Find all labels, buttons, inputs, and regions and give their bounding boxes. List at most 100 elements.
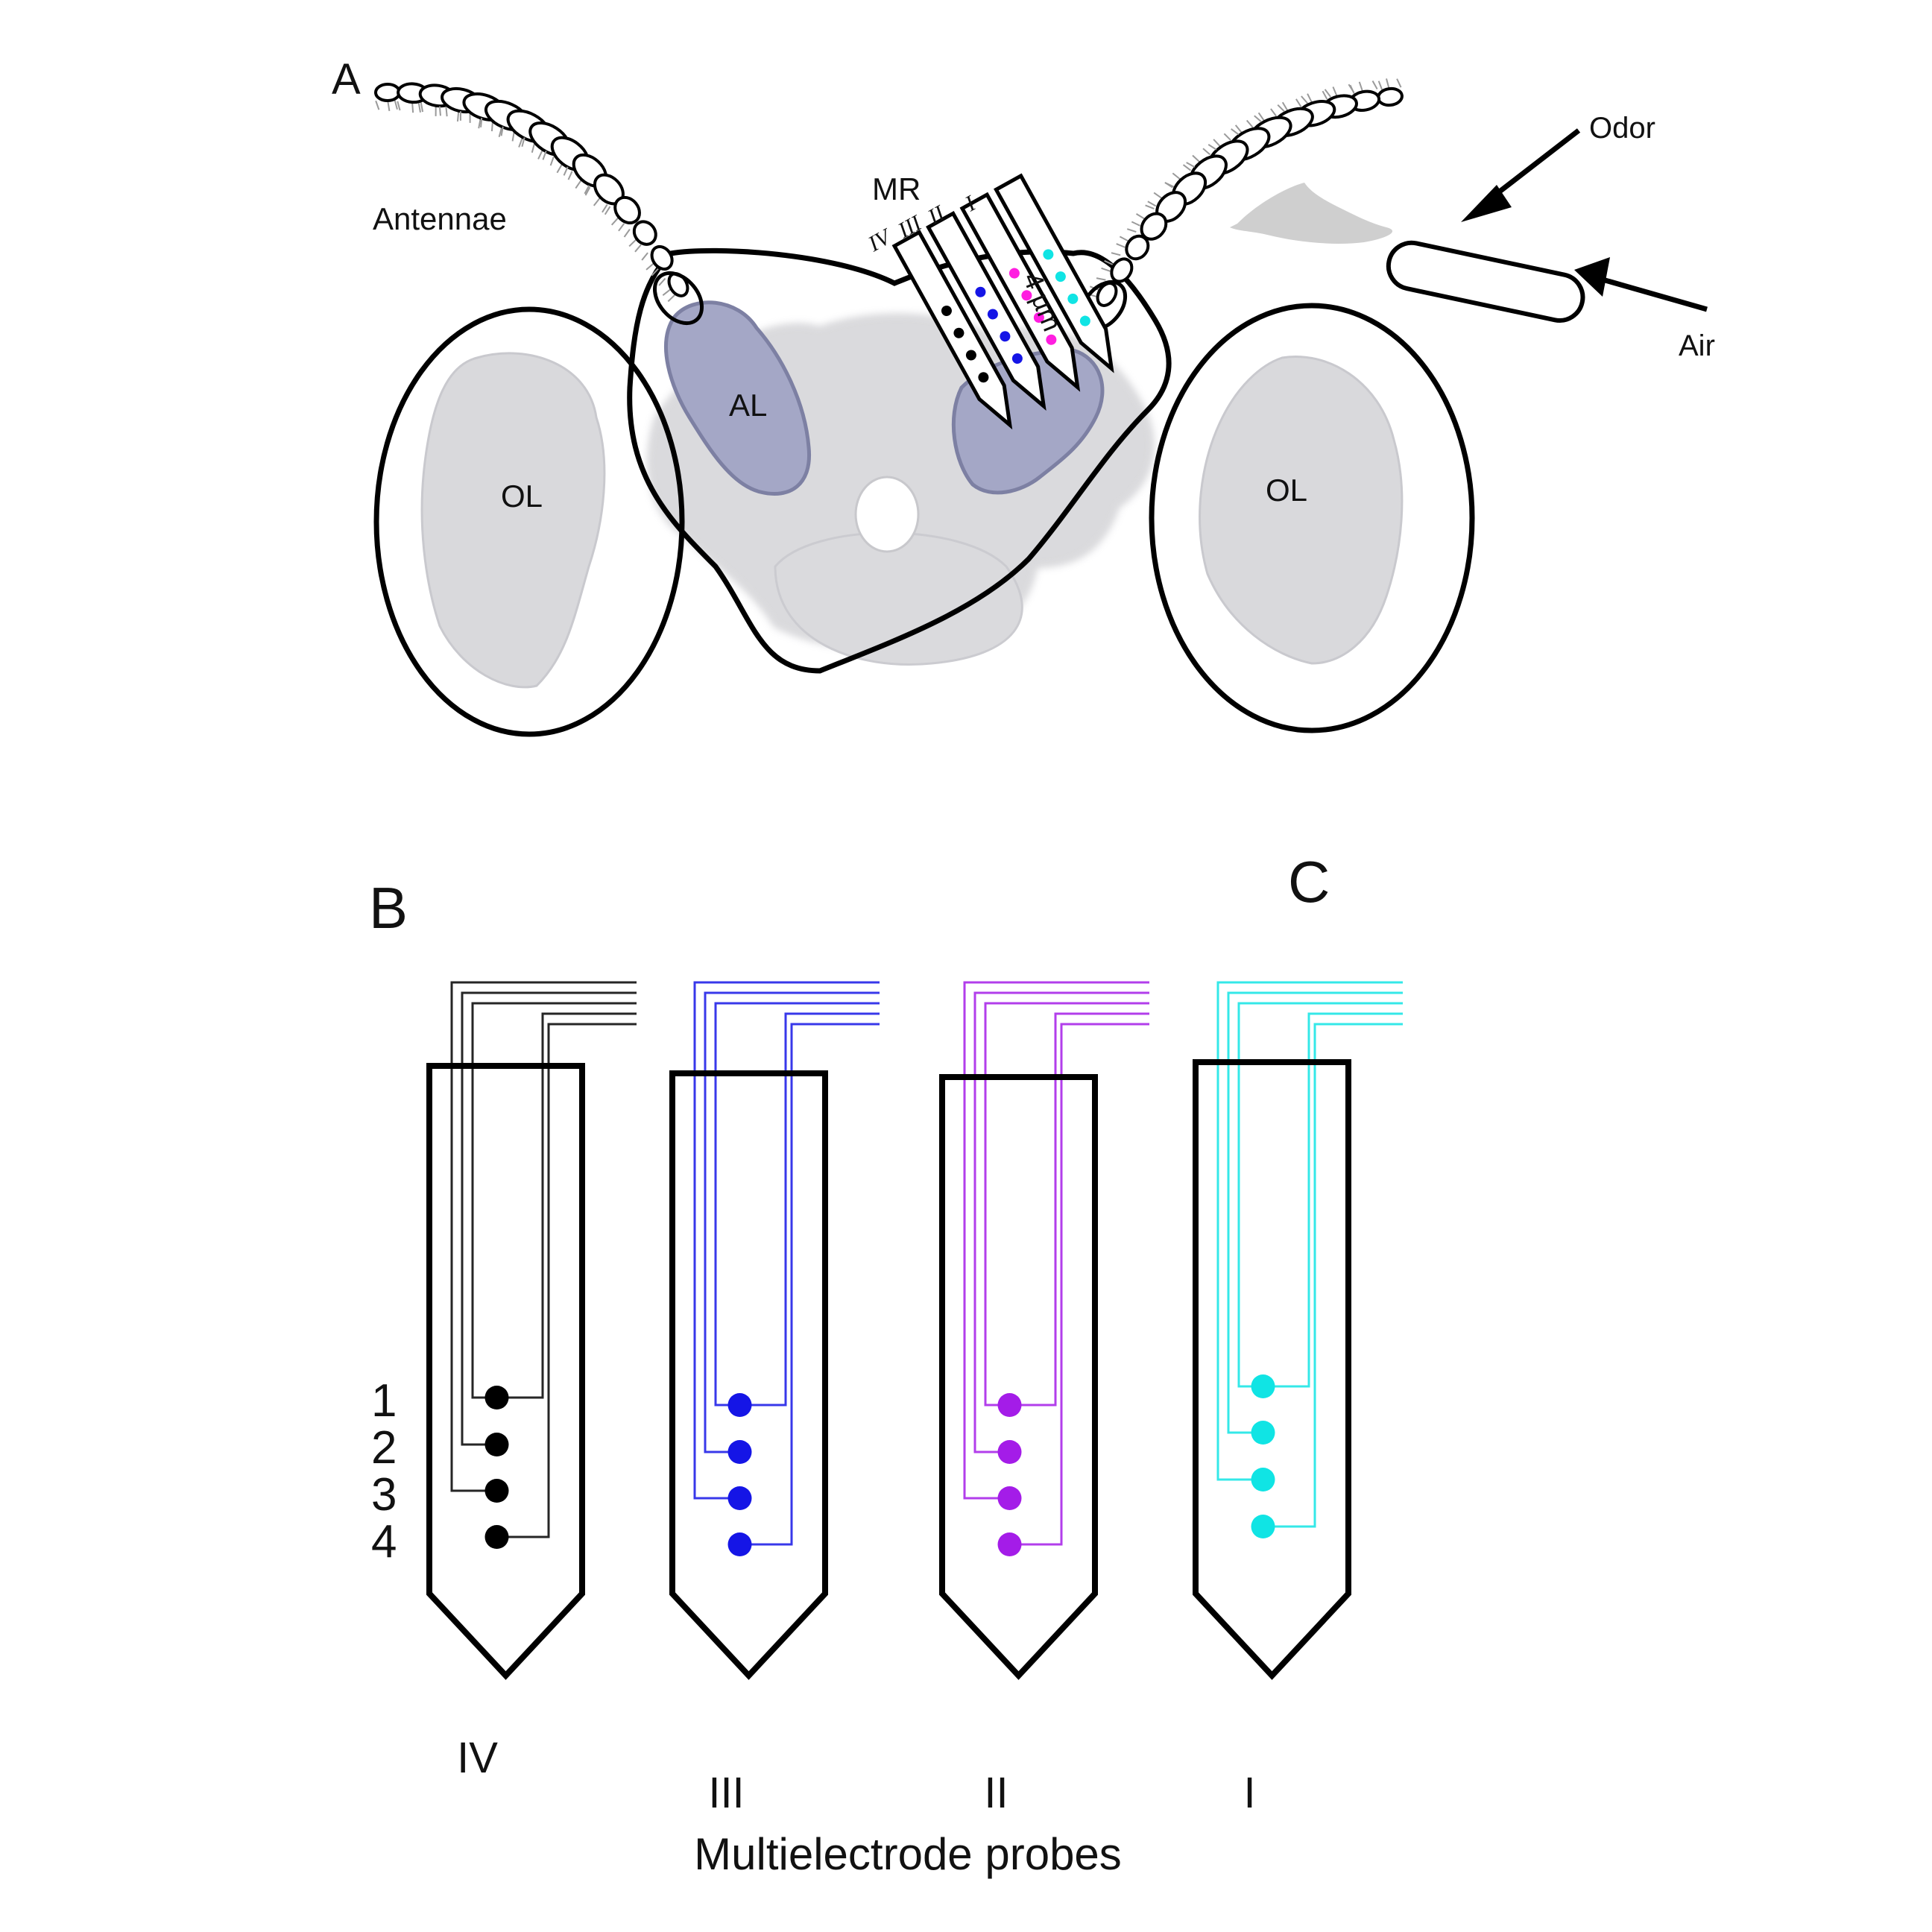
antenna-segment (650, 244, 674, 271)
antenna-hair (1202, 128, 1240, 156)
recording-site (997, 1440, 1022, 1464)
odor-delivery-tube (1386, 240, 1585, 323)
inserted-probe-site (1046, 334, 1057, 345)
antenna-hair (1116, 228, 1137, 248)
inserted-probe-site (1067, 293, 1079, 304)
probe-lead-wire (963, 981, 1149, 1500)
inserted-probe-site (1021, 290, 1032, 301)
recording-site (727, 1440, 752, 1464)
probe-lead-wire (1263, 1012, 1403, 1388)
recording-site (997, 1393, 1022, 1417)
antenna-hair (658, 277, 675, 303)
probe-lead-wire (984, 1002, 1149, 1407)
probe-lead-wire (1009, 1012, 1149, 1407)
inserted-probe-site (1008, 268, 1020, 279)
inserted-probes (891, 173, 1114, 430)
antenna-hair (397, 101, 424, 113)
antenna-hair (563, 166, 591, 196)
antennae-label: Antennae (373, 201, 507, 236)
probe-id-label: IV (457, 1734, 498, 1782)
probe-lead-wire (1227, 991, 1403, 1434)
air-label: Air (1679, 329, 1715, 362)
probe-body (426, 1063, 585, 1680)
probe-id-label: II (984, 1769, 1008, 1817)
odor-label: Odor (1589, 112, 1655, 145)
inserted-probe-site (941, 305, 952, 316)
antenna-segment (632, 220, 657, 246)
site-number: 4 (371, 1516, 397, 1568)
probe-schematic: IV (426, 981, 637, 1782)
antenna-hair (1101, 252, 1121, 272)
probe-lead-wire (704, 991, 880, 1453)
antenna-hair (1131, 204, 1155, 227)
recording-site (484, 1386, 509, 1409)
air-arrow-icon (1574, 257, 1708, 312)
probe-lead-wire (1216, 981, 1403, 1481)
recording-site (484, 1525, 509, 1549)
antenna-hair (1182, 144, 1217, 171)
antenna-hair (1295, 89, 1331, 107)
antenna-hair (459, 111, 493, 132)
antenna-hair (1147, 182, 1175, 207)
probe-lead-wire (1018, 1023, 1149, 1546)
antenna-segment (613, 195, 641, 225)
inserted-probe-site (953, 327, 965, 338)
probe-body (669, 1070, 828, 1680)
antenna-hair (480, 118, 515, 142)
antenna-segment (1096, 282, 1118, 307)
panel-c-letter: C (1288, 849, 1330, 915)
recording-site (1251, 1515, 1275, 1538)
antenna-socket-left (652, 271, 704, 326)
site-number: 1 (371, 1375, 397, 1427)
antenna-hair (1322, 83, 1355, 100)
panel-a-letter: A (332, 55, 361, 104)
antenna-hair (521, 137, 555, 166)
recording-site (1251, 1468, 1275, 1491)
inserted-probe-site (1079, 315, 1090, 326)
panel-b-letter: B (369, 875, 408, 941)
probes-caption: Multielectrode probes (694, 1829, 1122, 1879)
probe-body (939, 1074, 1098, 1680)
inserted-probe-site (1000, 331, 1011, 342)
antenna-hair (641, 252, 659, 277)
antenna-hair (417, 103, 448, 117)
antenna-segment (374, 82, 401, 103)
recording-site (1251, 1421, 1275, 1445)
antenna-hair (1270, 95, 1308, 117)
optic-lobe-right (1149, 303, 1475, 733)
central-canal (854, 476, 920, 553)
probe-lead-wire (461, 991, 637, 1446)
antenna-right (1087, 78, 1404, 307)
antenna-hair (438, 106, 471, 123)
probe-lead-wire (739, 1012, 880, 1407)
antenna-hair (542, 151, 573, 180)
antennal-lobe-left (664, 300, 812, 496)
probe-lead-wire (496, 1012, 637, 1399)
site-number: 2 (371, 1422, 397, 1474)
recording-site (727, 1486, 752, 1510)
inserted-probe-site (965, 350, 976, 361)
inserted-probe-site (1043, 249, 1054, 260)
inserted-probe-site (978, 372, 989, 383)
odor-plume (1230, 183, 1393, 244)
probe-id-label: III (708, 1769, 744, 1817)
antenna-hair (500, 126, 535, 154)
recording-site (997, 1532, 1022, 1556)
probe-lead-wire (973, 991, 1149, 1453)
recording-site (484, 1433, 509, 1456)
probe-lead-wire (1272, 1023, 1403, 1528)
antenna-hair (604, 206, 625, 232)
recording-site (727, 1393, 752, 1417)
antenna-hair (623, 229, 642, 253)
probe-id-label: I (1243, 1769, 1255, 1817)
recording-site (727, 1532, 752, 1556)
recording-site (1251, 1374, 1275, 1398)
ol-right-label: OL (1266, 473, 1307, 508)
probe-lead-wire (505, 1023, 637, 1538)
probe-id-label-top: IV (864, 224, 897, 257)
site-number: 3 (371, 1469, 397, 1521)
